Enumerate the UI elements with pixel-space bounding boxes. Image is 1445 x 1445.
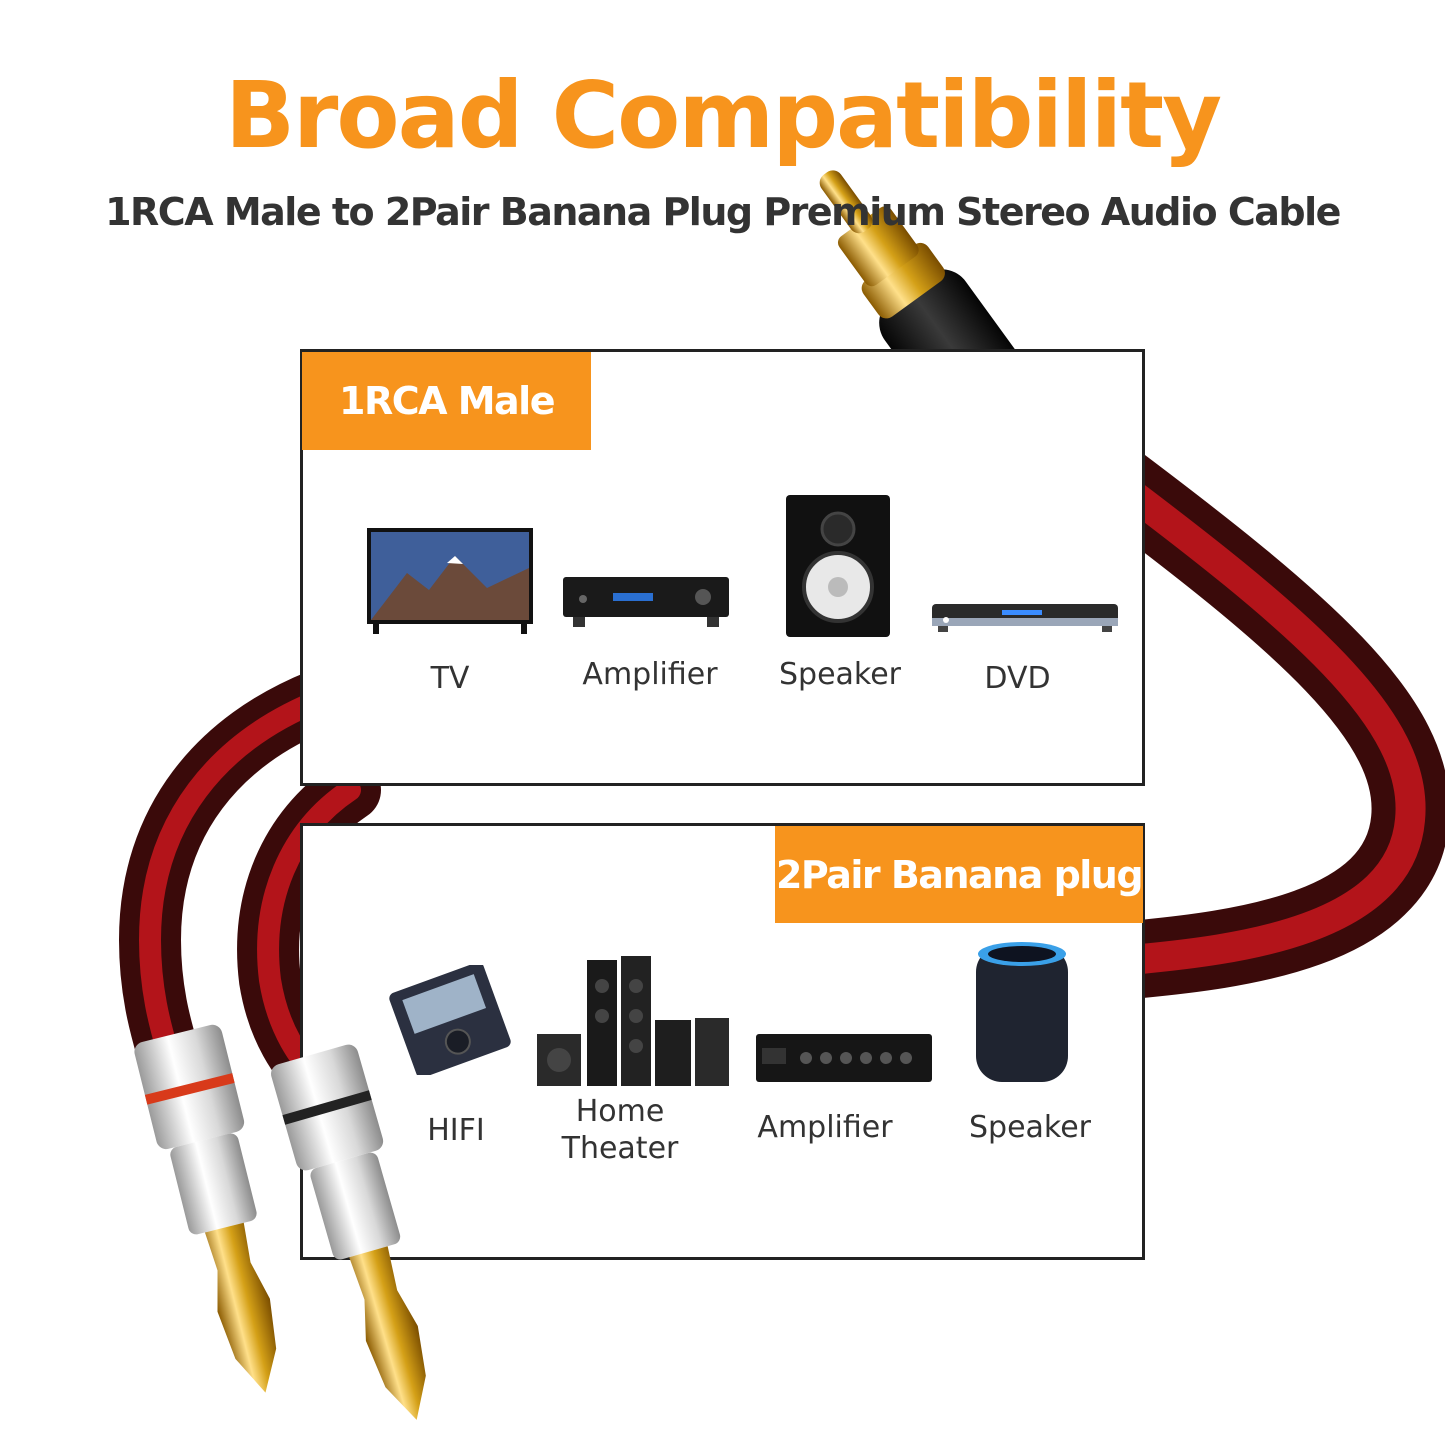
dvd-player-icon [932,604,1118,632]
device-label-amplifier: Amplifier [582,657,718,692]
device-label-amplifier: Amplifier [757,1110,893,1145]
banana-plug-tag: 2Pair Banana plug [775,826,1144,923]
amplifier-icon [563,577,729,627]
device-label-speaker: Speaker [968,1110,1092,1145]
home-theater-icon [537,956,729,1086]
device-label-tv: TV [430,661,470,696]
rca-male-tag: 1RCA Male [302,352,591,450]
tv-icon [367,528,533,634]
device-label-hifi: HIFI [427,1113,485,1148]
device-label-speaker: Speaker [778,657,902,692]
smart-speaker-icon [976,942,1068,1082]
amplifier-icon [756,1034,932,1082]
page-title: Broad Compatibility [224,62,1222,169]
main-cable [1061,431,1445,999]
page-subtitle: 1RCA Male to 2Pair Banana Plug Premium S… [105,190,1341,234]
speaker-icon [786,495,890,637]
hifi-player-icon [389,965,511,1075]
device-label-dvd: DVD [984,661,1051,696]
